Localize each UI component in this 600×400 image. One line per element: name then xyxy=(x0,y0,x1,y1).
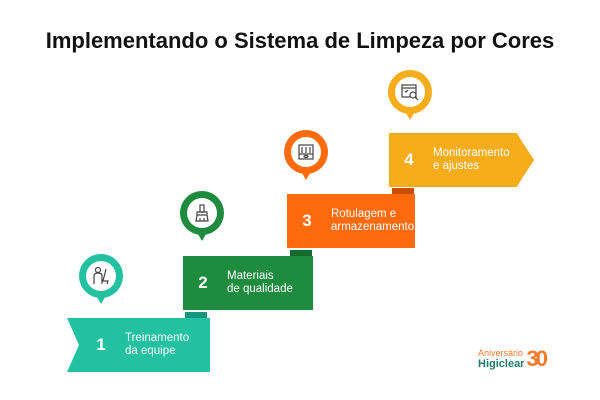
pin-3 xyxy=(284,130,328,180)
page-title: Implementando o Sistema de Limpeza por C… xyxy=(45,28,555,53)
step-number: 1 xyxy=(96,335,106,354)
monitor-search-icon xyxy=(401,84,419,101)
fold-2 xyxy=(290,250,312,256)
fold-3 xyxy=(392,188,414,194)
brush-icon xyxy=(195,204,209,222)
pin-2 xyxy=(180,191,224,241)
step-number: 3 xyxy=(302,211,312,230)
storage-box-icon xyxy=(298,144,314,160)
fold-1 xyxy=(185,312,207,318)
pin-1 xyxy=(79,254,123,304)
pin-4 xyxy=(388,70,432,120)
step-number: 2 xyxy=(198,273,208,292)
step-number: 4 xyxy=(404,150,414,169)
person-cleaning-icon xyxy=(93,266,109,285)
logo: Aniversário Higiclear 30 xyxy=(478,346,548,371)
